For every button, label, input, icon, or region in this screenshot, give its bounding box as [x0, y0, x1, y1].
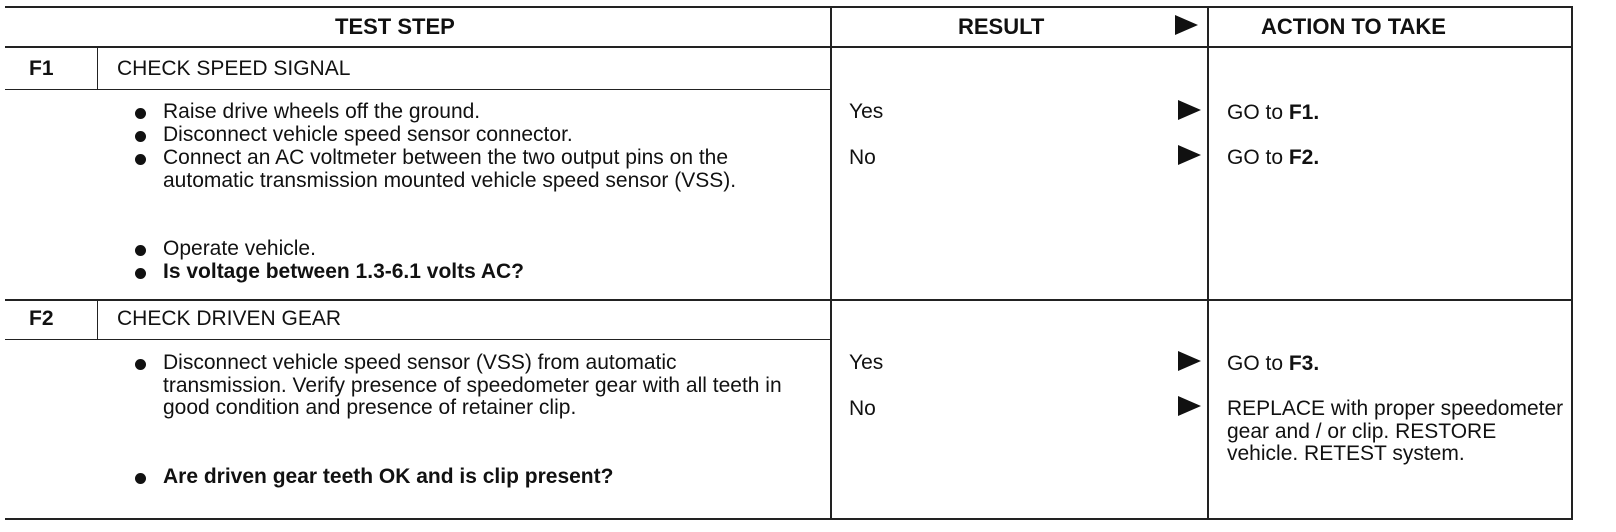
f1-result-yes: Yes [849, 100, 884, 123]
header-arrow-icon [1175, 15, 1198, 35]
f1-title-rule [5, 89, 830, 90]
header-bottom-rule [5, 46, 1573, 48]
step-title-f1: CHECK SPEED SIGNAL [117, 57, 351, 80]
f1-action-no: GO to F2. [1227, 146, 1320, 169]
top-rule [5, 6, 1573, 8]
bottom-rule [5, 518, 1573, 520]
header-result: RESULT [958, 14, 1045, 39]
f2-result-yes: Yes [849, 351, 884, 374]
step-id-f1: F1 [29, 57, 54, 80]
f2-action-no: REPLACE with proper speedometer gear and… [1227, 397, 1564, 466]
f1-bullet-4: Operate vehicle. [163, 237, 316, 260]
f2-no-arrow-icon [1178, 396, 1201, 416]
diagnostic-table: TEST STEP RESULT ACTION TO TAKE F1 CHECK… [5, 6, 1573, 520]
bullet-icon [135, 108, 146, 119]
f2-yes-arrow-icon [1178, 351, 1201, 371]
f1-id-rule [97, 46, 98, 89]
step-title-f2: CHECK DRIVEN GEAR [117, 307, 342, 330]
f1-bullet-3: Connect an AC voltmeter between the two … [163, 146, 737, 192]
f2-title-rule [5, 339, 830, 340]
f2-id-rule [97, 299, 98, 339]
header-test-step: TEST STEP [335, 14, 455, 39]
bullet-icon [135, 359, 146, 370]
f2-bullet-1: Disconnect vehicle speed sensor (VSS) fr… [163, 351, 782, 420]
f1-action-yes: GO to F1. [1227, 101, 1320, 124]
bullet-icon [135, 268, 146, 279]
f1-bullet-2: Disconnect vehicle speed sensor connecto… [163, 123, 573, 146]
f1-yes-arrow-icon [1178, 100, 1201, 120]
header-action: ACTION TO TAKE [1261, 14, 1446, 39]
test-step-right-rule [830, 6, 832, 520]
f1-result-no: No [849, 146, 876, 169]
bullet-icon [135, 245, 146, 256]
f1-no-arrow-icon [1178, 145, 1201, 165]
result-right-rule [1207, 6, 1209, 520]
bullet-icon [135, 473, 146, 484]
f2-result-no: No [849, 397, 876, 420]
bullet-icon [135, 131, 146, 142]
f2-action-yes: GO to F3. [1227, 352, 1320, 375]
table-right-rule [1571, 6, 1573, 520]
f1-bottom-rule [5, 299, 1573, 301]
f1-bullet-5: Is voltage between 1.3-6.1 volts AC? [163, 260, 524, 283]
f2-bullet-2: Are driven gear teeth OK and is clip pre… [163, 465, 614, 488]
step-id-f2: F2 [29, 307, 54, 330]
bullet-icon [135, 154, 146, 165]
f1-bullet-1: Raise drive wheels off the ground. [163, 100, 481, 123]
